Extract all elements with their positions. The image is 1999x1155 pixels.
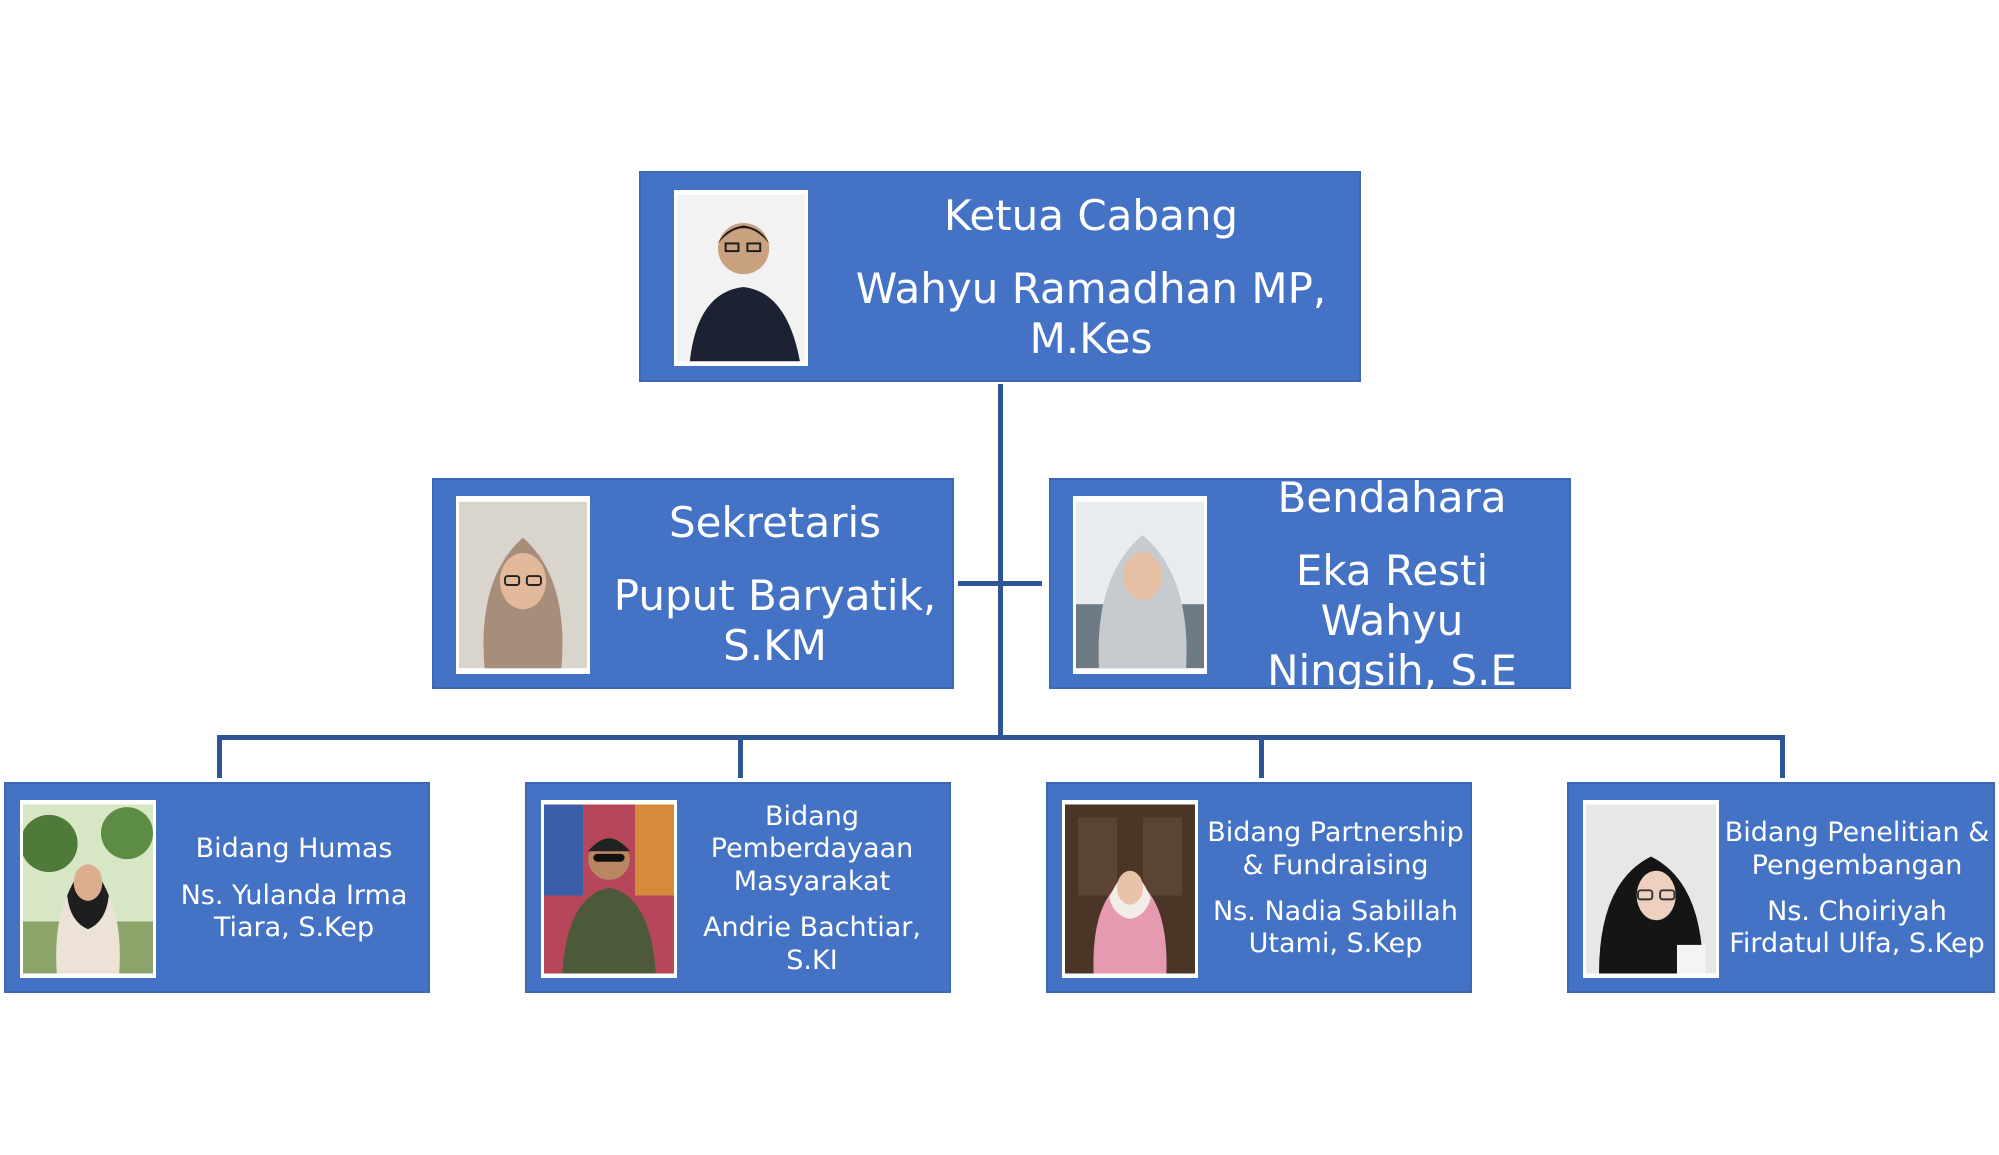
- person-photo-icon: [677, 194, 805, 362]
- division-text-2: Bidang Pemberdayaan Masyarakat Andrie Ba…: [677, 794, 947, 984]
- secretary-box: Sekretaris Puput Baryatik, S.KM: [432, 478, 954, 689]
- treasurer-name: Eka Resti Wahyu Ningsih, S.E: [1267, 545, 1517, 696]
- division-role-2: Bidang Pemberdayaan Masyarakat: [710, 801, 914, 897]
- person-photo-icon: [23, 804, 153, 974]
- division-name-1: Ns. Yulanda Irma Tiara, S.Kep: [180, 879, 408, 944]
- division-box-4: Bidang Penelitian & Pengembangan Ns. Cho…: [1567, 782, 1995, 993]
- head-role: Ketua Cabang: [943, 191, 1239, 241]
- treasurer-box: Bendahara Eka Resti Wahyu Ningsih, S.E: [1049, 473, 1571, 695]
- connector-division-3: [1259, 735, 1264, 778]
- division-name-2: Andrie Bachtiar, S.KI: [703, 912, 921, 976]
- division-photo-2: [541, 800, 677, 978]
- secretary-text: Sekretaris Puput Baryatik, S.KM: [604, 490, 946, 680]
- connector-division-4: [1780, 735, 1785, 778]
- division-text-1: Bidang Humas Ns. Yulanda Irma Tiara, S.K…: [166, 794, 422, 984]
- head-box: Ketua Cabang Wahyu Ramadhan MP, M.Kes: [639, 171, 1361, 382]
- head-name: Wahyu Ramadhan MP, M.Kes: [855, 263, 1327, 364]
- connector-staff-horizontal: [958, 581, 1042, 586]
- connector-division-1: [217, 735, 222, 778]
- person-photo-icon: [544, 804, 674, 974]
- person-photo-icon: [1076, 501, 1204, 669]
- division-photo-3: [1062, 800, 1198, 978]
- person-photo-icon: [459, 501, 587, 669]
- secretary-photo: [456, 496, 590, 674]
- division-box-3: Bidang Partnership & Fundraising Ns. Nad…: [1046, 782, 1472, 993]
- person-photo-icon: [1065, 804, 1195, 974]
- person-photo-icon: [1586, 804, 1716, 974]
- secretary-role: Sekretaris: [668, 498, 882, 548]
- division-text-4: Bidang Penelitian & Pengembangan Ns. Cho…: [1721, 794, 1993, 984]
- division-box-1: Bidang Humas Ns. Yulanda Irma Tiara, S.K…: [4, 782, 430, 993]
- treasurer-role: Bendahara: [1277, 473, 1507, 523]
- division-box-2: Bidang Pemberdayaan Masyarakat Andrie Ba…: [525, 782, 951, 993]
- treasurer-text: Bendahara Eka Resti Wahyu Ningsih, S.E: [1221, 473, 1563, 695]
- secretary-name: Puput Baryatik, S.KM: [613, 570, 937, 671]
- connector-divisions-horizontal: [217, 735, 1785, 740]
- division-role-3: Bidang Partnership & Fundraising: [1207, 817, 1464, 881]
- division-name-4: Ns. Choiriyah Firdatul Ulfa, S.Kep: [1729, 896, 1985, 960]
- division-name-3: Ns. Nadia Sabillah Utami, S.Kep: [1213, 896, 1458, 960]
- division-role-1: Bidang Humas: [195, 833, 393, 865]
- division-text-3: Bidang Partnership & Fundraising Ns. Nad…: [1203, 794, 1468, 984]
- treasurer-photo: [1073, 496, 1207, 674]
- head-photo: [674, 190, 808, 366]
- connector-division-2: [738, 735, 743, 778]
- division-photo-1: [20, 800, 156, 978]
- division-photo-4: [1583, 800, 1719, 978]
- connector-head-vertical: [998, 384, 1003, 740]
- head-text: Ketua Cabang Wahyu Ramadhan MP, M.Kes: [831, 183, 1351, 373]
- division-role-4: Bidang Penelitian & Pengembangan: [1724, 817, 1990, 881]
